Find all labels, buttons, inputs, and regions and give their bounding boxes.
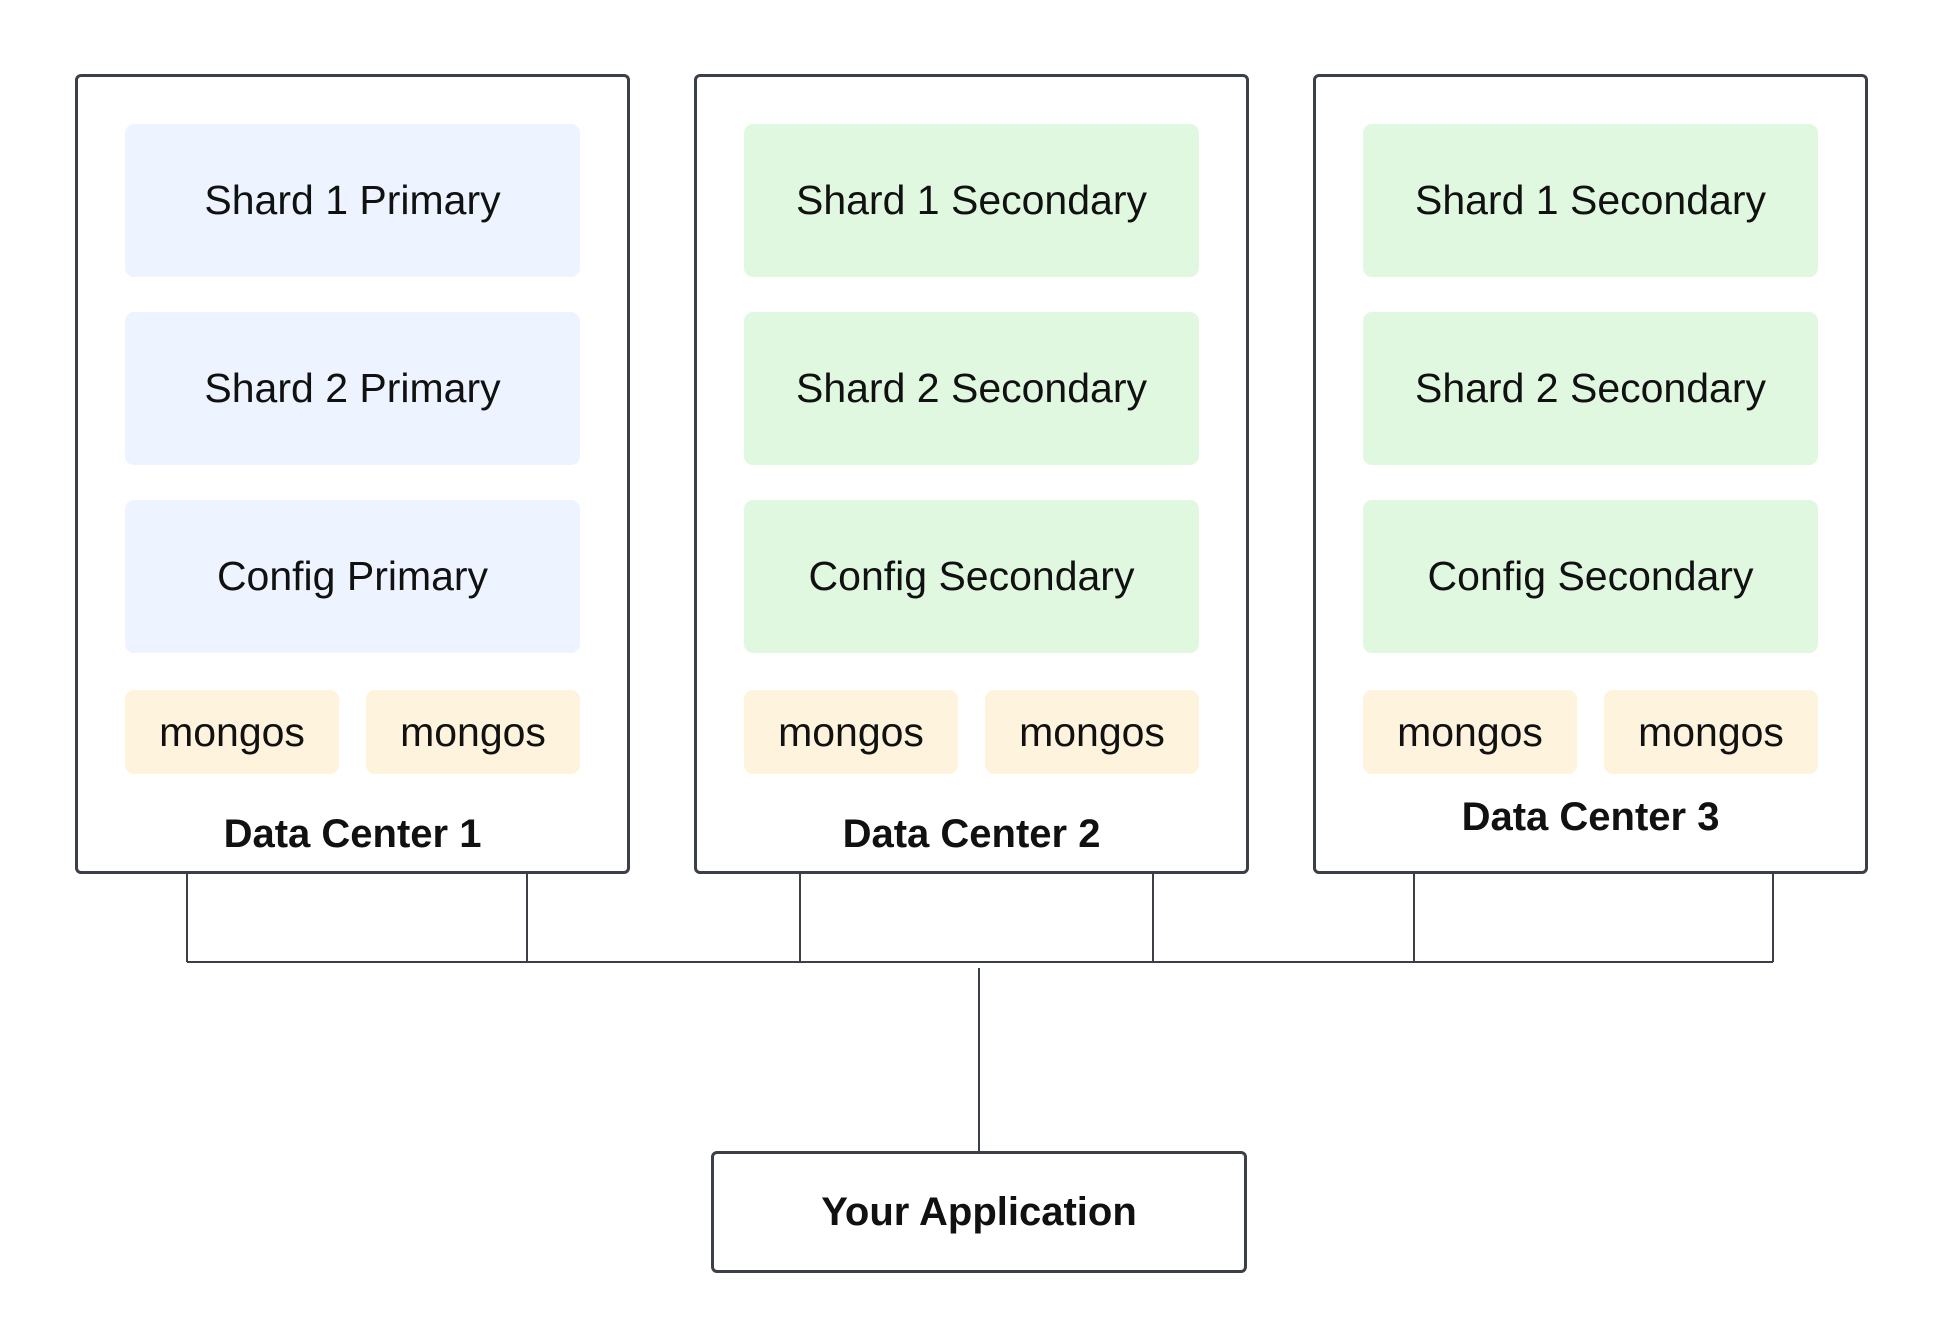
config-secondary-node: Config Secondary [1363,500,1818,653]
node-label: Shard 1 Primary [204,177,501,223]
application-label: Your Application [821,1189,1137,1234]
data-center-1: Shard 1 Primary Shard 2 Primary Config P… [75,74,630,874]
node-label: Shard 2 Secondary [1414,365,1766,411]
node-label: Config Secondary [1427,553,1754,599]
router-label: mongos [1397,708,1543,755]
router-label: mongos [778,708,924,755]
router-label: mongos [1638,708,1784,755]
shard-1-secondary-node: Shard 1 Secondary [1363,124,1818,277]
data-center-label: Data Center 1 [223,812,482,856]
config-secondary-node: Config Secondary [744,500,1199,653]
shard-2-secondary-node: Shard 2 Secondary [1363,312,1818,465]
shard-2-primary-node: Shard 2 Primary [125,312,580,465]
router-label: mongos [1019,708,1165,755]
node-label: Shard 2 Primary [204,365,501,411]
mongos-router: mongos [1363,690,1577,774]
node-label: Shard 1 Secondary [795,177,1147,223]
mongos-router: mongos [366,690,580,774]
mongos-router: mongos [985,690,1199,774]
router-label: mongos [400,708,546,755]
data-center-3: Shard 1 Secondary Shard 2 Secondary Conf… [1313,74,1868,874]
shard-1-secondary-node: Shard 1 Secondary [744,124,1199,277]
node-label: Shard 2 Secondary [795,365,1147,411]
node-label: Config Secondary [808,553,1135,599]
application-box: Your Application [711,1151,1247,1273]
mongos-router: mongos [1604,690,1818,774]
data-center-label: Data Center 3 [1461,795,1720,839]
mongos-router: mongos [125,690,339,774]
node-label: Config Primary [216,553,489,599]
shard-2-secondary-node: Shard 2 Secondary [744,312,1199,465]
router-label: mongos [159,708,305,755]
shard-1-primary-node: Shard 1 Primary [125,124,580,277]
data-center-2: Shard 1 Secondary Shard 2 Secondary Conf… [694,74,1249,874]
mongos-router: mongos [744,690,958,774]
config-primary-node: Config Primary [125,500,580,653]
data-center-label: Data Center 2 [842,812,1101,856]
node-label: Shard 1 Secondary [1414,177,1766,223]
